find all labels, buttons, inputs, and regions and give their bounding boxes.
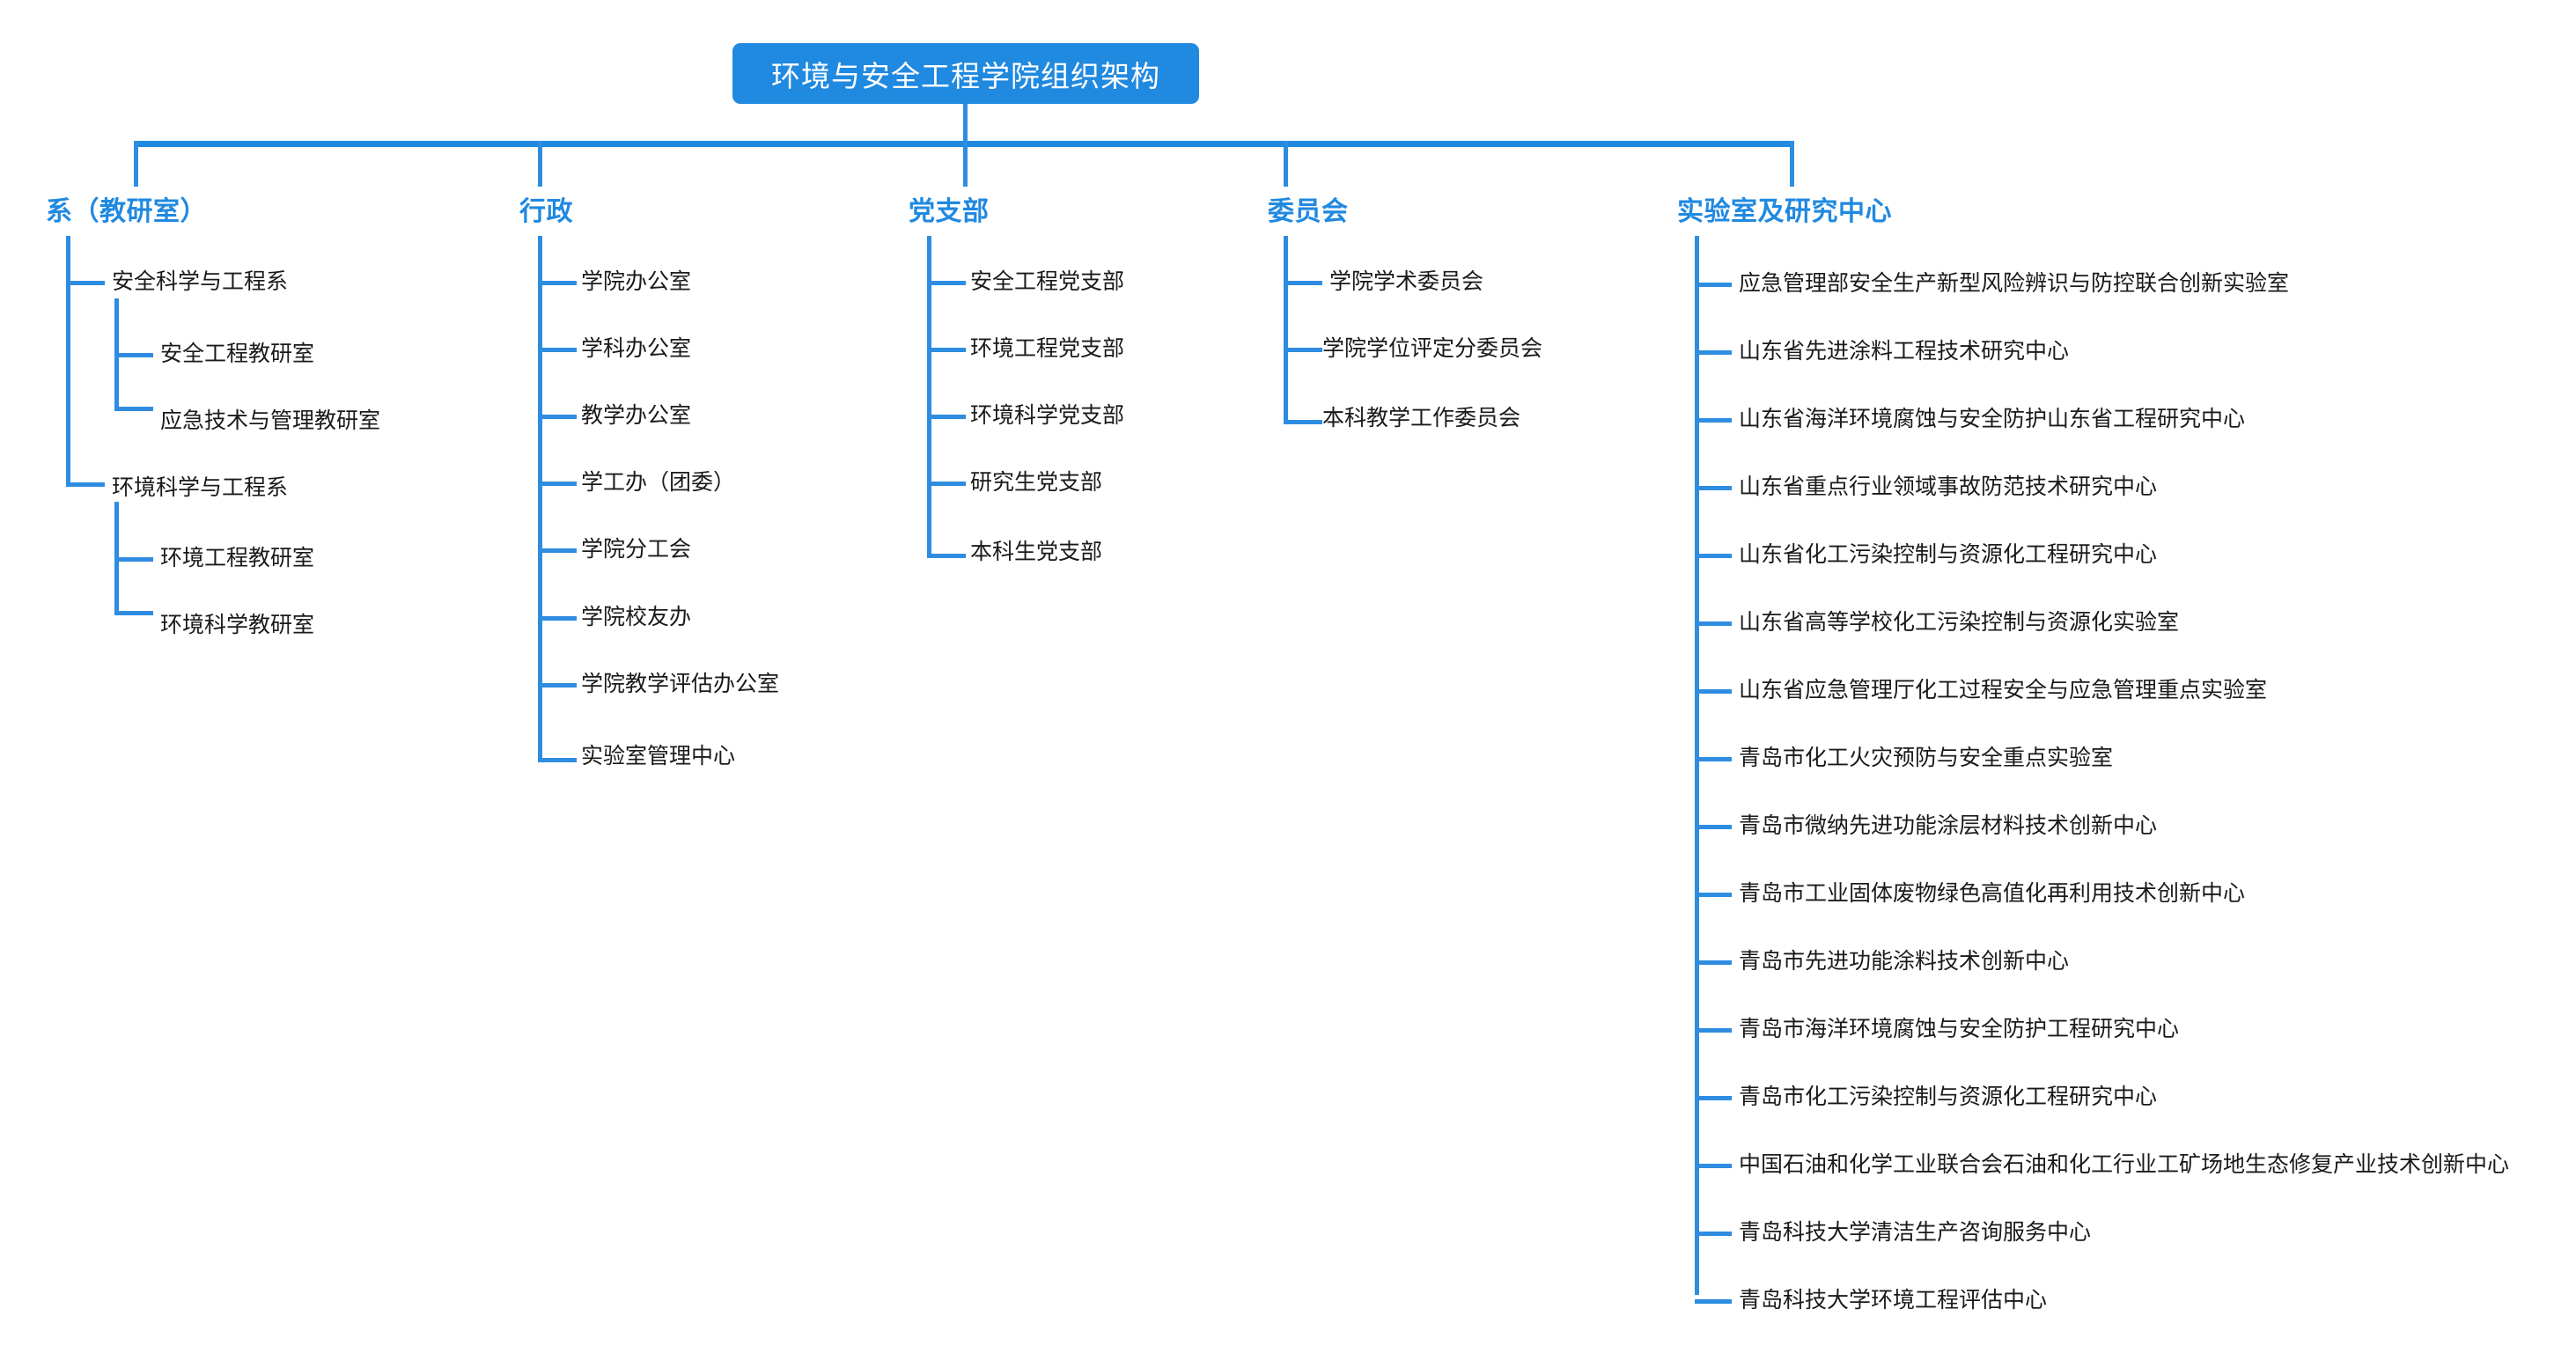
node-administration-4[interactable]: 学院分工会 (581, 537, 692, 562)
column-header-administration[interactable]: 行政 (519, 197, 573, 226)
node-departments-1-0[interactable]: 环境工程教研室 (160, 546, 315, 570)
node-party-branches-0[interactable]: 安全工程党支部 (970, 269, 1125, 294)
node-committees-1[interactable]: 学院学位评定分委员会 (1322, 336, 1543, 361)
node-party-branches-2[interactable]: 环境科学党支部 (970, 403, 1125, 428)
stub-party-branches-0 (927, 281, 966, 285)
node-party-branches-3[interactable]: 研究生党支部 (970, 470, 1103, 495)
node-administration-0[interactable]: 学院办公室 (581, 269, 692, 294)
stub-labs-7 (1695, 757, 1732, 761)
stub-labs-5 (1695, 621, 1732, 626)
node-departments-1-1[interactable]: 环境科学教研室 (160, 613, 315, 637)
node-departments-1[interactable]: 环境科学与工程系 (112, 475, 289, 500)
node-departments-0-0[interactable]: 安全工程教研室 (160, 342, 315, 366)
stub-labs-14 (1695, 1232, 1732, 1236)
stub-committees-0 (1284, 281, 1322, 285)
stub-administration-4 (538, 548, 577, 553)
column-drop-departments (134, 141, 138, 187)
stub-committees-2 (1284, 420, 1322, 424)
root-stem-connector (963, 104, 968, 143)
node-administration-7[interactable]: 实验室管理中心 (581, 744, 736, 768)
node-labs-7[interactable]: 青岛市化工火灾预防与安全重点实验室 (1739, 746, 2114, 770)
stub-departments-1-0 (114, 557, 153, 562)
node-labs-0[interactable]: 应急管理部安全生产新型风险辨识与防控联合创新实验室 (1739, 271, 2290, 296)
node-labs-8[interactable]: 青岛市微纳先进功能涂层材料技术创新中心 (1739, 813, 2158, 838)
node-committees-2[interactable]: 本科教学工作委员会 (1322, 406, 1521, 430)
stub-labs-6 (1695, 689, 1732, 694)
stub-administration-1 (538, 348, 577, 352)
stub-party-branches-4 (927, 554, 966, 558)
node-committees-0[interactable]: 学院学术委员会 (1329, 269, 1484, 294)
column-drop-party-branches (963, 141, 968, 187)
stub-labs-1 (1695, 350, 1732, 355)
stub-administration-7 (538, 758, 577, 762)
node-labs-11[interactable]: 青岛市海洋环境腐蚀与安全防护工程研究中心 (1739, 1017, 2180, 1041)
stub-labs-3 (1695, 486, 1732, 490)
spine-departments (66, 236, 70, 487)
stub-labs-4 (1695, 554, 1732, 558)
node-administration-5[interactable]: 学院校友办 (581, 605, 692, 629)
node-party-branches-4[interactable]: 本科生党支部 (970, 540, 1103, 564)
spine-committees (1284, 236, 1288, 423)
stub-administration-2 (538, 415, 577, 419)
node-administration-1[interactable]: 学科办公室 (581, 336, 692, 361)
stub-labs-13 (1695, 1164, 1732, 1168)
column-drop-committees (1284, 141, 1288, 187)
stub-labs-2 (1695, 418, 1732, 423)
stub-labs-8 (1695, 825, 1732, 829)
root-title-box[interactable]: 环境与安全工程学院组织架构 (732, 43, 1199, 104)
node-party-branches-1[interactable]: 环境工程党支部 (970, 336, 1125, 361)
stub-administration-5 (538, 616, 577, 621)
stub-party-branches-3 (927, 482, 966, 486)
node-administration-6[interactable]: 学院教学评估办公室 (581, 672, 780, 696)
column-header-departments[interactable]: 系（教研室） (46, 197, 207, 226)
node-labs-13[interactable]: 中国石油和化学工业联合会石油和化工行业工矿场地生态修复产业技术创新中心 (1739, 1152, 2510, 1177)
stub-departments-1-1 (114, 611, 153, 615)
stub-labs-0 (1695, 283, 1732, 287)
node-labs-2[interactable]: 山东省海洋环境腐蚀与安全防护山东省工程研究中心 (1739, 407, 2246, 431)
stub-administration-3 (538, 482, 577, 486)
column-drop-administration (538, 141, 542, 187)
spine-party-branches (927, 236, 931, 557)
node-administration-3[interactable]: 学工办（团委） (581, 470, 736, 495)
stub-departments-0-0 (114, 353, 153, 357)
stub-labs-11 (1695, 1028, 1732, 1033)
node-labs-3[interactable]: 山东省重点行业领域事故防范技术研究中心 (1739, 474, 2158, 499)
column-header-labs[interactable]: 实验室及研究中心 (1677, 197, 1892, 226)
stub-departments-0 (66, 281, 105, 285)
node-labs-1[interactable]: 山东省先进涂料工程技术研究中心 (1739, 339, 2070, 364)
stub-administration-6 (538, 683, 577, 688)
stub-committees-1 (1284, 348, 1322, 352)
spine-labs (1695, 236, 1699, 1295)
node-labs-9[interactable]: 青岛市工业固体废物绿色高值化再利用技术创新中心 (1739, 881, 2246, 906)
column-header-party-branches[interactable]: 党支部 (909, 197, 990, 226)
stub-labs-12 (1695, 1096, 1732, 1100)
node-labs-14[interactable]: 青岛科技大学清洁生产咨询服务中心 (1739, 1220, 2092, 1245)
stub-departments-0-1 (114, 407, 153, 411)
node-labs-12[interactable]: 青岛市化工污染控制与资源化工程研究中心 (1739, 1085, 2158, 1109)
stub-labs-9 (1695, 893, 1732, 897)
node-labs-4[interactable]: 山东省化工污染控制与资源化工程研究中心 (1739, 542, 2158, 567)
stub-labs-15 (1695, 1299, 1732, 1304)
column-drop-labs (1790, 141, 1794, 187)
column-header-committees[interactable]: 委员会 (1268, 197, 1349, 226)
stub-administration-0 (538, 281, 577, 285)
stub-labs-10 (1695, 960, 1732, 965)
spine-administration (538, 236, 542, 761)
node-labs-5[interactable]: 山东省高等学校化工污染控制与资源化实验室 (1739, 610, 2180, 635)
node-labs-15[interactable]: 青岛科技大学环境工程评估中心 (1739, 1288, 2048, 1313)
stub-party-branches-1 (927, 348, 966, 352)
stub-departments-1 (66, 482, 105, 487)
stub-party-branches-2 (927, 415, 966, 419)
node-administration-2[interactable]: 教学办公室 (581, 403, 692, 428)
node-labs-6[interactable]: 山东省应急管理厅化工过程安全与应急管理重点实验室 (1739, 678, 2268, 702)
node-departments-0[interactable]: 安全科学与工程系 (112, 269, 289, 294)
node-departments-0-1[interactable]: 应急技术与管理教研室 (160, 408, 381, 433)
node-labs-10[interactable]: 青岛市先进功能涂料技术创新中心 (1739, 949, 2070, 974)
